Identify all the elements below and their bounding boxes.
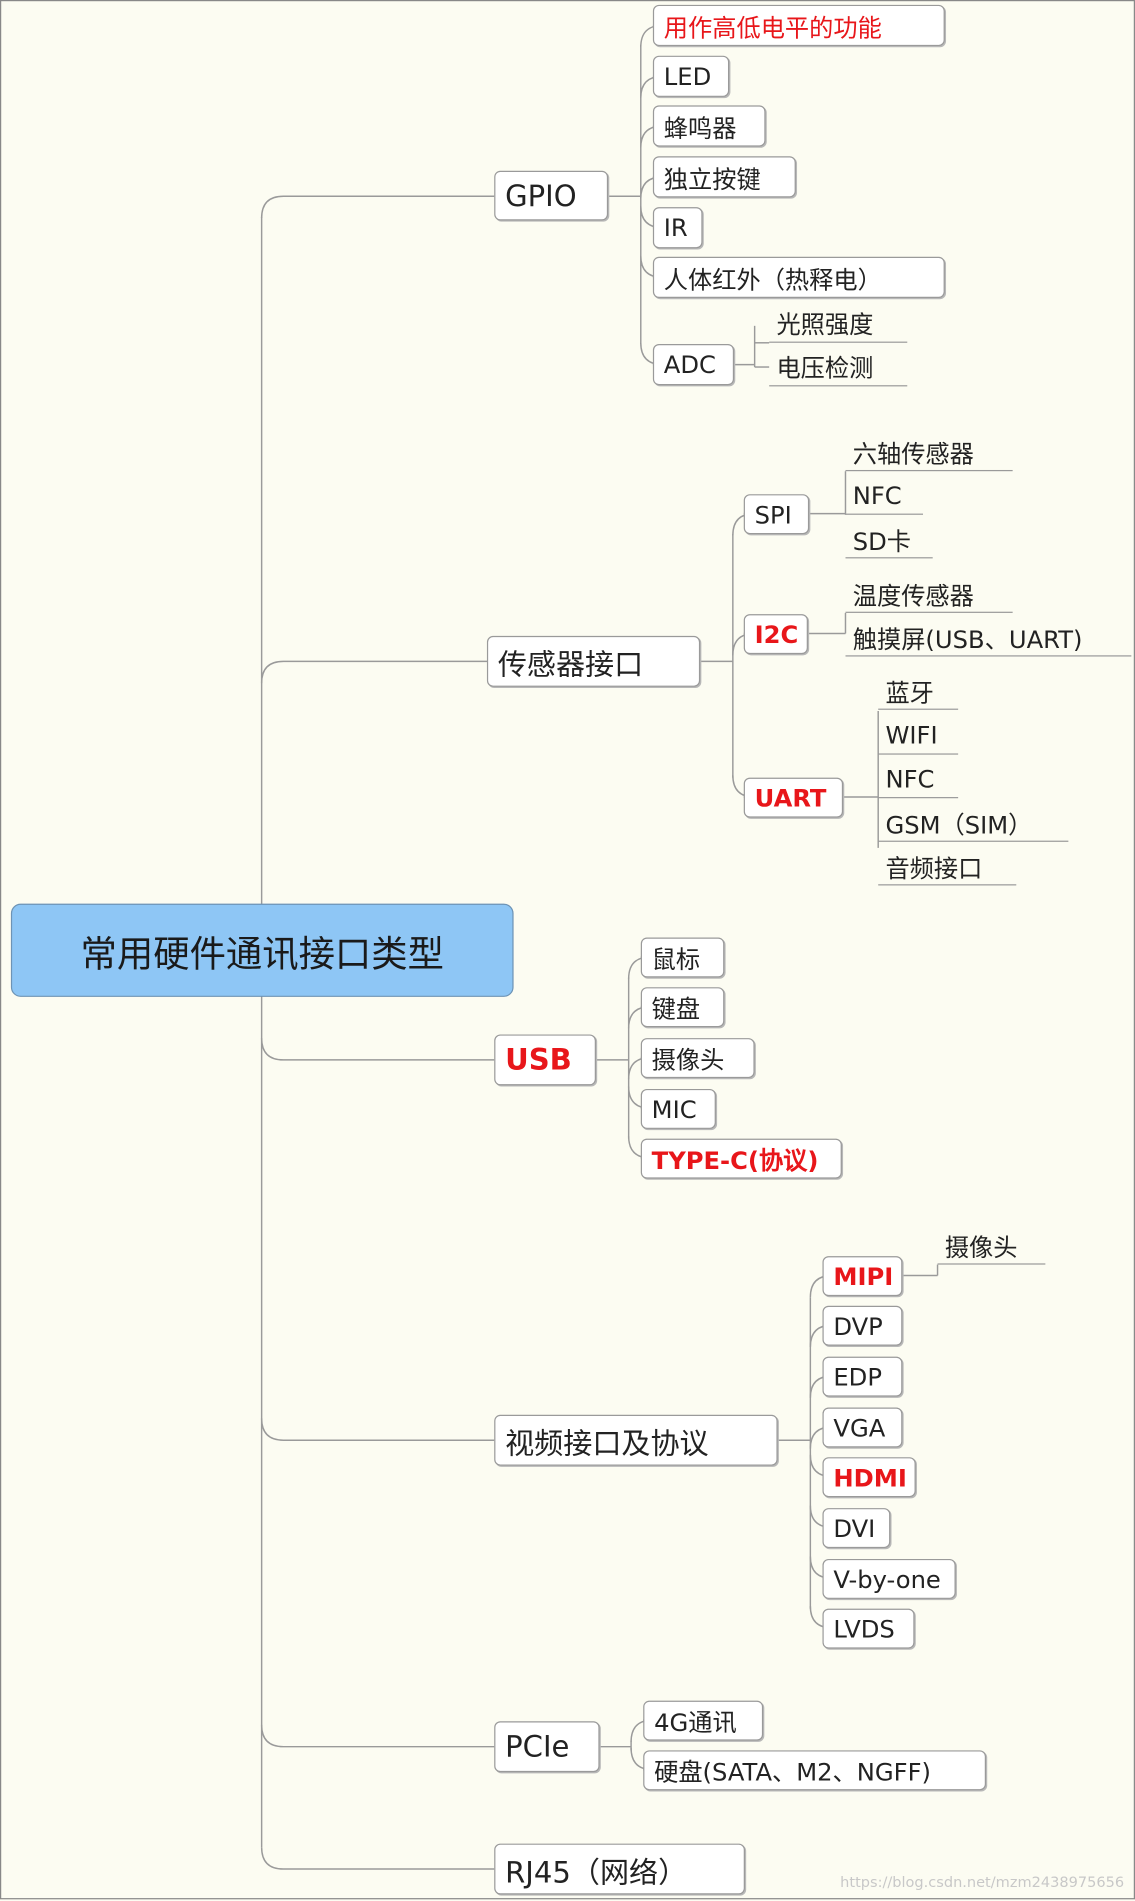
pcie-child-disk[interactable]: 硬盘(SATA、M2、NGFF) bbox=[643, 1750, 986, 1791]
connector-line bbox=[260, 1038, 495, 1061]
adc-child-voltage[interactable]: 电压检测 bbox=[769, 348, 908, 387]
gpio-child-level-function[interactable]: 用作高低电平的功能 bbox=[652, 4, 945, 47]
usb-child-mic[interactable]: MIC bbox=[640, 1088, 716, 1129]
gpio-child-button[interactable]: 独立按键 bbox=[652, 156, 796, 198]
uart-child-nfc[interactable]: NFC bbox=[878, 761, 959, 799]
uart-child-gsm[interactable]: GSM（SIM） bbox=[878, 804, 1069, 842]
uart-child-wifi[interactable]: WIFI bbox=[878, 717, 959, 755]
connector-line bbox=[260, 195, 495, 219]
pcie-child-4g[interactable]: 4G通讯 bbox=[643, 1700, 764, 1741]
spi-node[interactable]: SPI bbox=[743, 494, 810, 535]
gpio-child-ir[interactable]: IR bbox=[652, 207, 703, 249]
usb-child-camera[interactable]: 摄像头 bbox=[640, 1038, 755, 1079]
i2c-child-touchscreen[interactable]: 触摸屏(USB、UART) bbox=[845, 619, 1132, 657]
sensor-node[interactable]: 传感器接口 bbox=[486, 635, 701, 687]
uart-node[interactable]: UART bbox=[743, 777, 844, 818]
uart-child-audio[interactable]: 音频接口 bbox=[878, 848, 1017, 886]
gpio-child-adc[interactable]: ADC bbox=[652, 344, 735, 386]
spi-child-sdcard[interactable]: SD卡 bbox=[845, 521, 933, 559]
video-child-vbyone[interactable]: V-by-one bbox=[822, 1558, 956, 1599]
uart-child-bluetooth[interactable]: 蓝牙 bbox=[878, 672, 959, 710]
video-child-edp[interactable]: EDP bbox=[822, 1356, 903, 1397]
root-node[interactable]: 常用硬件通讯接口类型 bbox=[10, 903, 514, 997]
i2c-child-temperature[interactable]: 温度传感器 bbox=[845, 575, 1013, 613]
usb-node[interactable]: USB bbox=[494, 1034, 596, 1086]
connector-line bbox=[260, 660, 495, 684]
gpio-node[interactable]: GPIO bbox=[494, 170, 609, 221]
video-child-dvp[interactable]: DVP bbox=[822, 1305, 903, 1346]
watermark: https://blog.csdn.net/mzm2438975656 bbox=[840, 1873, 1125, 1891]
video-child-hdmi[interactable]: HDMI bbox=[822, 1457, 916, 1498]
spi-child-nfc[interactable]: NFC bbox=[845, 477, 924, 515]
video-child-lvds[interactable]: LVDS bbox=[822, 1608, 915, 1649]
video-child-vga[interactable]: VGA bbox=[822, 1407, 903, 1448]
video-child-mipi[interactable]: MIPI bbox=[822, 1256, 903, 1297]
gpio-child-led[interactable]: LED bbox=[652, 55, 730, 97]
usb-child-keyboard[interactable]: 键盘 bbox=[640, 987, 725, 1028]
gpio-child-pir[interactable]: 人体红外（热释电） bbox=[652, 256, 945, 298]
mipi-child-camera[interactable]: 摄像头 bbox=[937, 1227, 1046, 1265]
usb-child-mouse[interactable]: 鼠标 bbox=[640, 937, 725, 978]
pcie-node[interactable]: PCIe bbox=[494, 1721, 600, 1773]
video-node[interactable]: 视频接口及协议 bbox=[494, 1414, 778, 1466]
connector-line bbox=[260, 1418, 495, 1441]
video-child-dvi[interactable]: DVI bbox=[822, 1508, 891, 1549]
rj45-node[interactable]: RJ45（网络） bbox=[494, 1843, 745, 1895]
connector-line bbox=[260, 1724, 495, 1748]
i2c-node[interactable]: I2C bbox=[743, 614, 808, 655]
connector-line bbox=[260, 1847, 495, 1870]
spi-child-imu[interactable]: 六轴传感器 bbox=[845, 434, 1013, 472]
usb-child-typec[interactable]: TYPE-C(协议) bbox=[640, 1138, 842, 1179]
gpio-child-buzzer[interactable]: 蜂鸣器 bbox=[652, 105, 766, 147]
adc-child-light[interactable]: 光照强度 bbox=[769, 304, 908, 343]
